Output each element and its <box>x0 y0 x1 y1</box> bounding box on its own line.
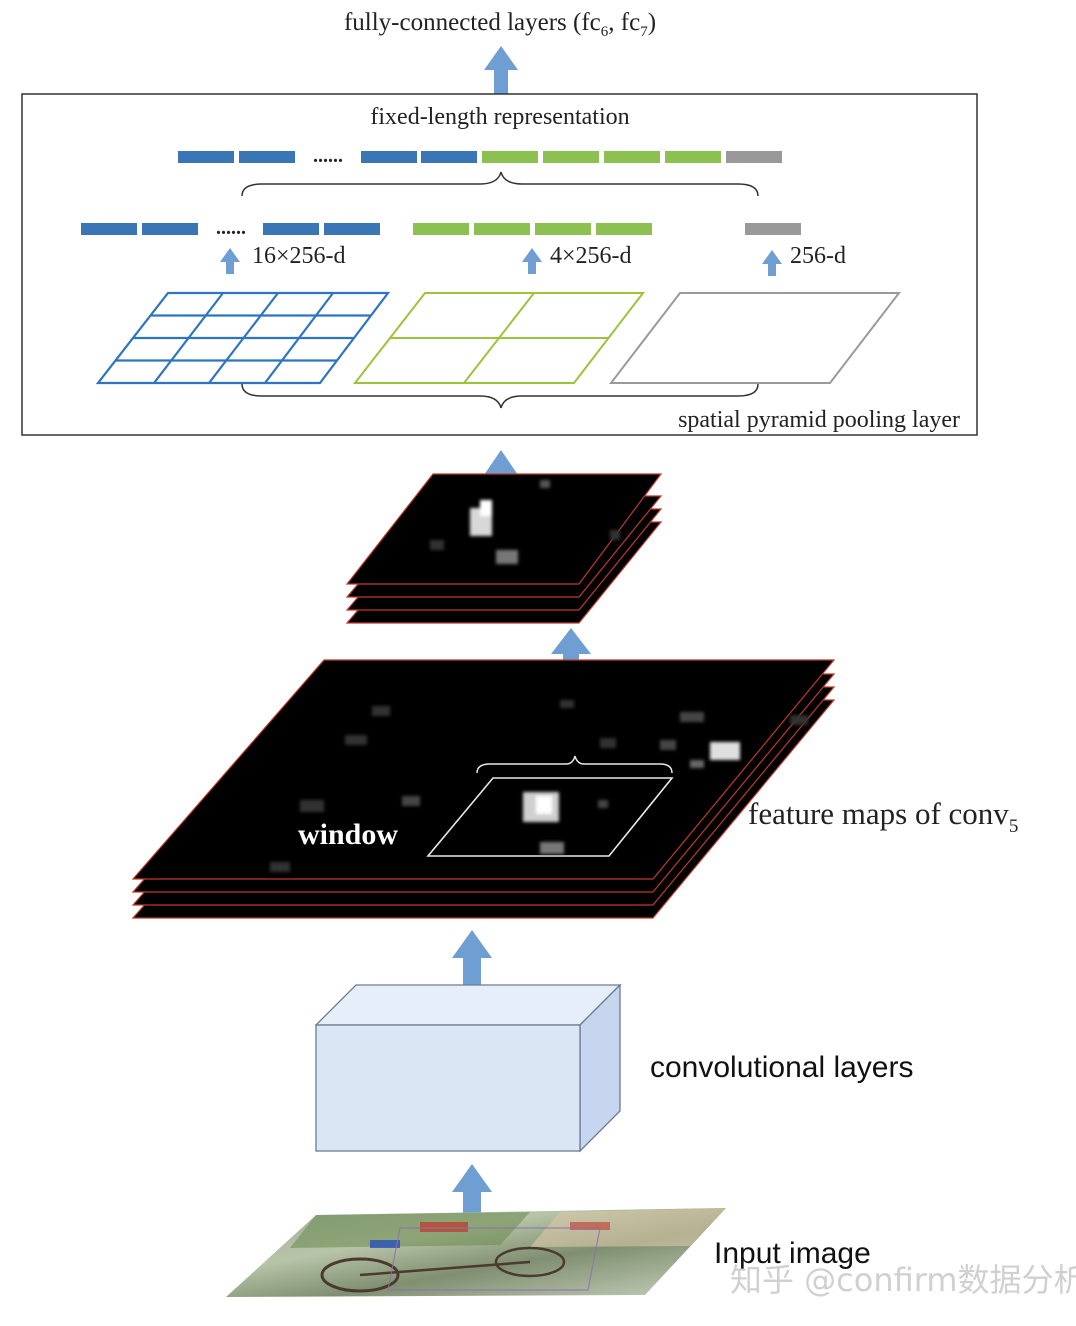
arrow-to-fc <box>484 46 518 94</box>
grid-2x2 <box>352 292 646 384</box>
window-brace <box>476 755 673 774</box>
spp-label: spatial pyramid pooling layer <box>678 407 960 433</box>
arrow-level1 <box>762 250 782 276</box>
fixed-length-label: fixed-length representation <box>370 104 629 130</box>
pooled-feature-stack <box>345 473 663 624</box>
arrow-level16 <box>220 248 240 274</box>
conv5-feature-stack <box>131 659 836 919</box>
upper-brace <box>241 171 759 197</box>
dim1-label: 256-d <box>790 243 846 269</box>
grid-1x1 <box>608 292 902 384</box>
dim4-label: 4×256-d <box>550 243 632 269</box>
grid-4x4 <box>95 291 391 385</box>
level4-vector <box>413 223 652 235</box>
input-image-label: Input image <box>714 1237 871 1270</box>
conv-layers-label: convolutional layers <box>650 1051 913 1084</box>
window-rect <box>426 777 674 857</box>
feature-maps-label: feature maps of conv5 <box>748 796 1018 837</box>
watermark-text: 知乎 @confirm数据分析 <box>730 1261 1076 1299</box>
level16-dots: ...... <box>216 217 246 239</box>
spp-box <box>21 93 978 436</box>
fc-layers-label: fully-connected layers (fc6, fc7) <box>344 9 656 40</box>
level16-vector <box>81 223 380 235</box>
fixed-dots: ...... <box>313 145 343 167</box>
dim16-label: 16×256-d <box>252 243 346 269</box>
fixed-length-vector <box>178 151 782 163</box>
lower-brace <box>241 383 759 409</box>
window-label: window <box>298 818 398 851</box>
level1-vector <box>745 223 801 235</box>
arrow-level4 <box>522 248 542 274</box>
input-image <box>226 1208 726 1297</box>
conv-layers-box <box>314 983 622 1153</box>
